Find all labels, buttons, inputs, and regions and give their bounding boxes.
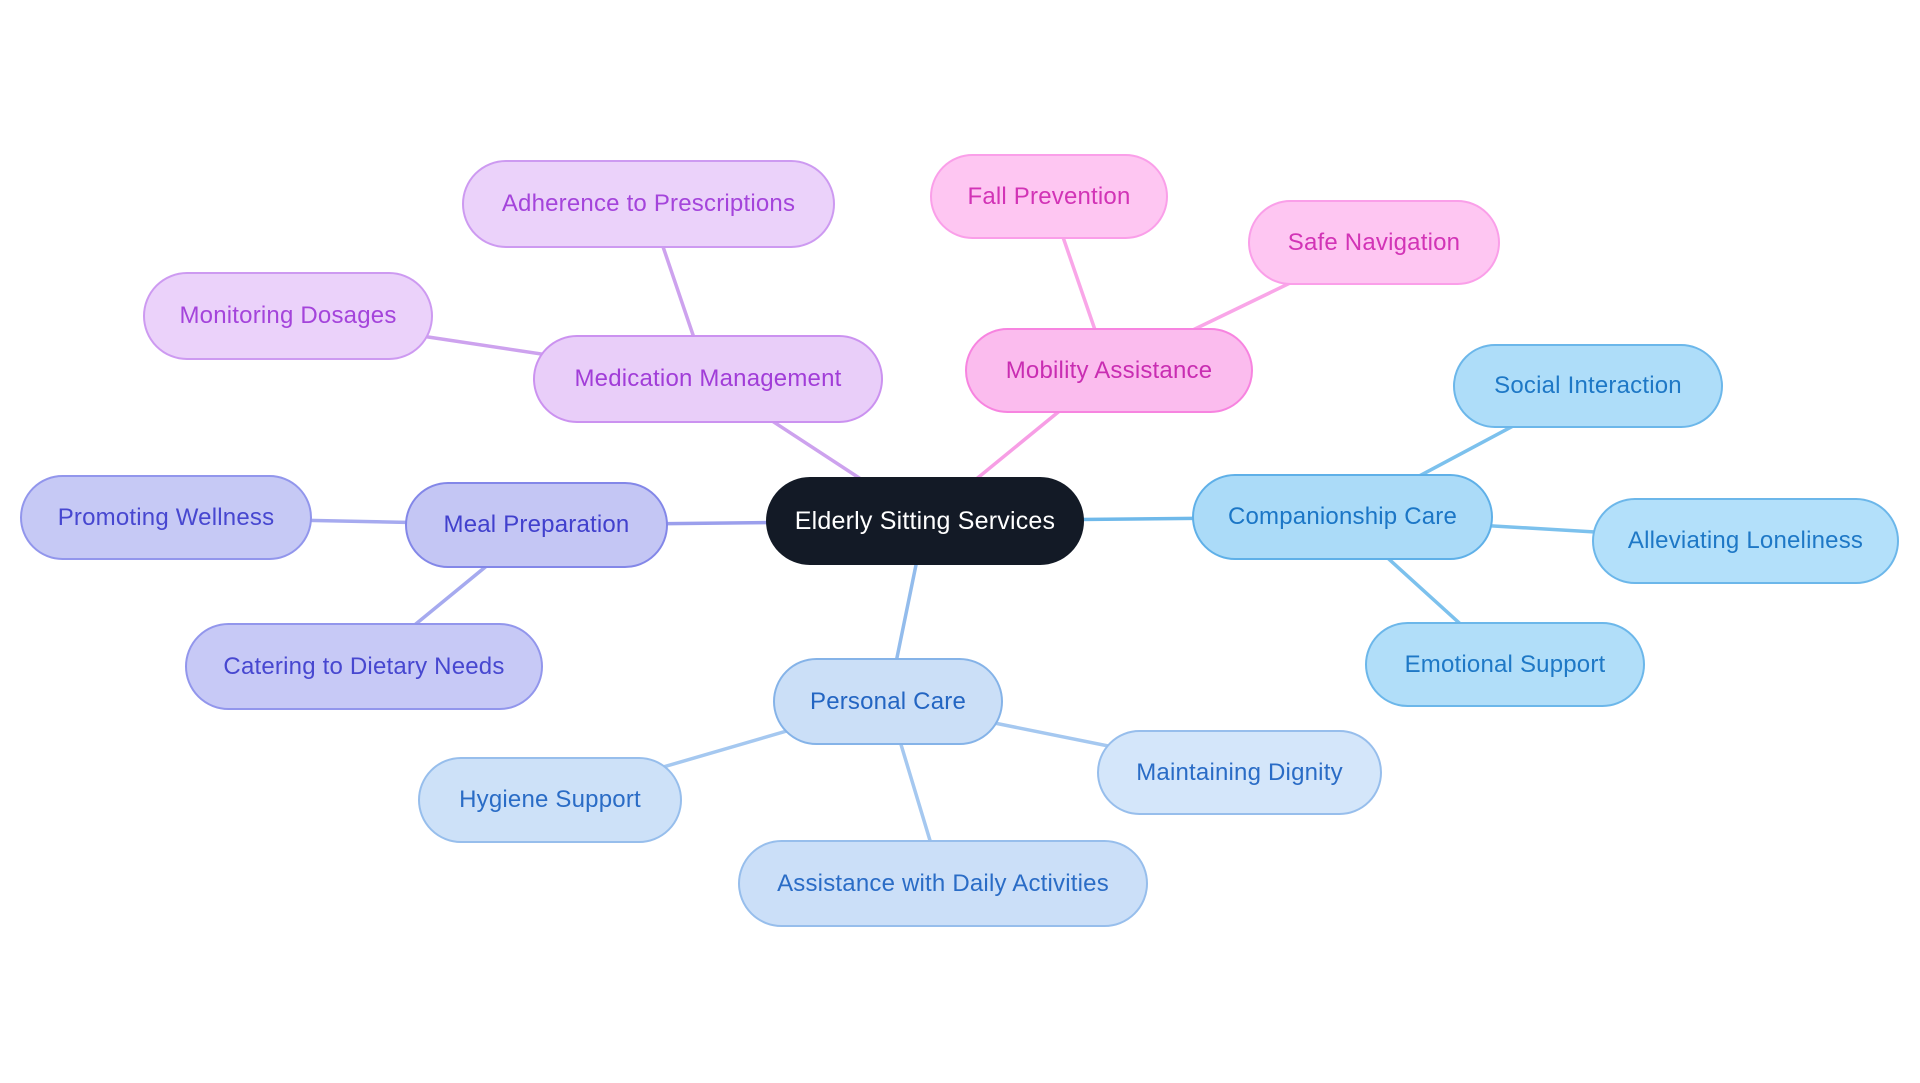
node-label: Companionship Care bbox=[1227, 503, 1458, 530]
node-medication[interactable]: Medication Management bbox=[533, 335, 883, 423]
node-label: Adherence to Prescriptions bbox=[501, 190, 796, 217]
node-adherence[interactable]: Adherence to Prescriptions bbox=[462, 160, 835, 248]
node-meal[interactable]: Meal Preparation bbox=[405, 482, 668, 568]
node-hygiene[interactable]: Hygiene Support bbox=[418, 757, 682, 843]
node-maintaining[interactable]: Maintaining Dignity bbox=[1097, 730, 1382, 815]
node-label: Safe Navigation bbox=[1287, 228, 1461, 256]
node-fall[interactable]: Fall Prevention bbox=[930, 154, 1168, 239]
node-label: Hygiene Support bbox=[459, 786, 641, 813]
node-label: Meal Preparation bbox=[443, 511, 630, 538]
node-label: Promoting Wellness bbox=[57, 503, 275, 531]
node-label: Alleviating Loneliness bbox=[1627, 527, 1864, 554]
node-label: Personal Care bbox=[809, 687, 966, 715]
node-label: Monitoring Dosages bbox=[179, 302, 397, 329]
node-promoting[interactable]: Promoting Wellness bbox=[20, 475, 312, 560]
node-label: Catering to Dietary Needs bbox=[223, 652, 505, 680]
node-social[interactable]: Social Interaction bbox=[1453, 344, 1723, 428]
node-safe[interactable]: Safe Navigation bbox=[1248, 200, 1500, 285]
node-label: Mobility Assistance bbox=[1005, 356, 1213, 384]
node-assistance[interactable]: Assistance with Daily Activities bbox=[738, 840, 1148, 927]
node-mobility[interactable]: Mobility Assistance bbox=[965, 328, 1253, 413]
node-label: Emotional Support bbox=[1404, 650, 1606, 678]
node-label: Medication Management bbox=[574, 365, 842, 392]
node-emotional[interactable]: Emotional Support bbox=[1365, 622, 1645, 707]
node-alleviating[interactable]: Alleviating Loneliness bbox=[1592, 498, 1899, 584]
node-label: Maintaining Dignity bbox=[1136, 758, 1343, 786]
node-label: Fall Prevention bbox=[967, 182, 1131, 210]
node-companionship[interactable]: Companionship Care bbox=[1192, 474, 1493, 560]
node-label: Elderly Sitting Services bbox=[794, 506, 1056, 535]
node-personal[interactable]: Personal Care bbox=[773, 658, 1003, 745]
node-center[interactable]: Elderly Sitting Services bbox=[766, 477, 1084, 565]
node-catering[interactable]: Catering to Dietary Needs bbox=[185, 623, 543, 710]
node-label: Social Interaction bbox=[1494, 372, 1682, 399]
node-monitoring[interactable]: Monitoring Dosages bbox=[143, 272, 433, 360]
node-label: Assistance with Daily Activities bbox=[777, 869, 1109, 897]
